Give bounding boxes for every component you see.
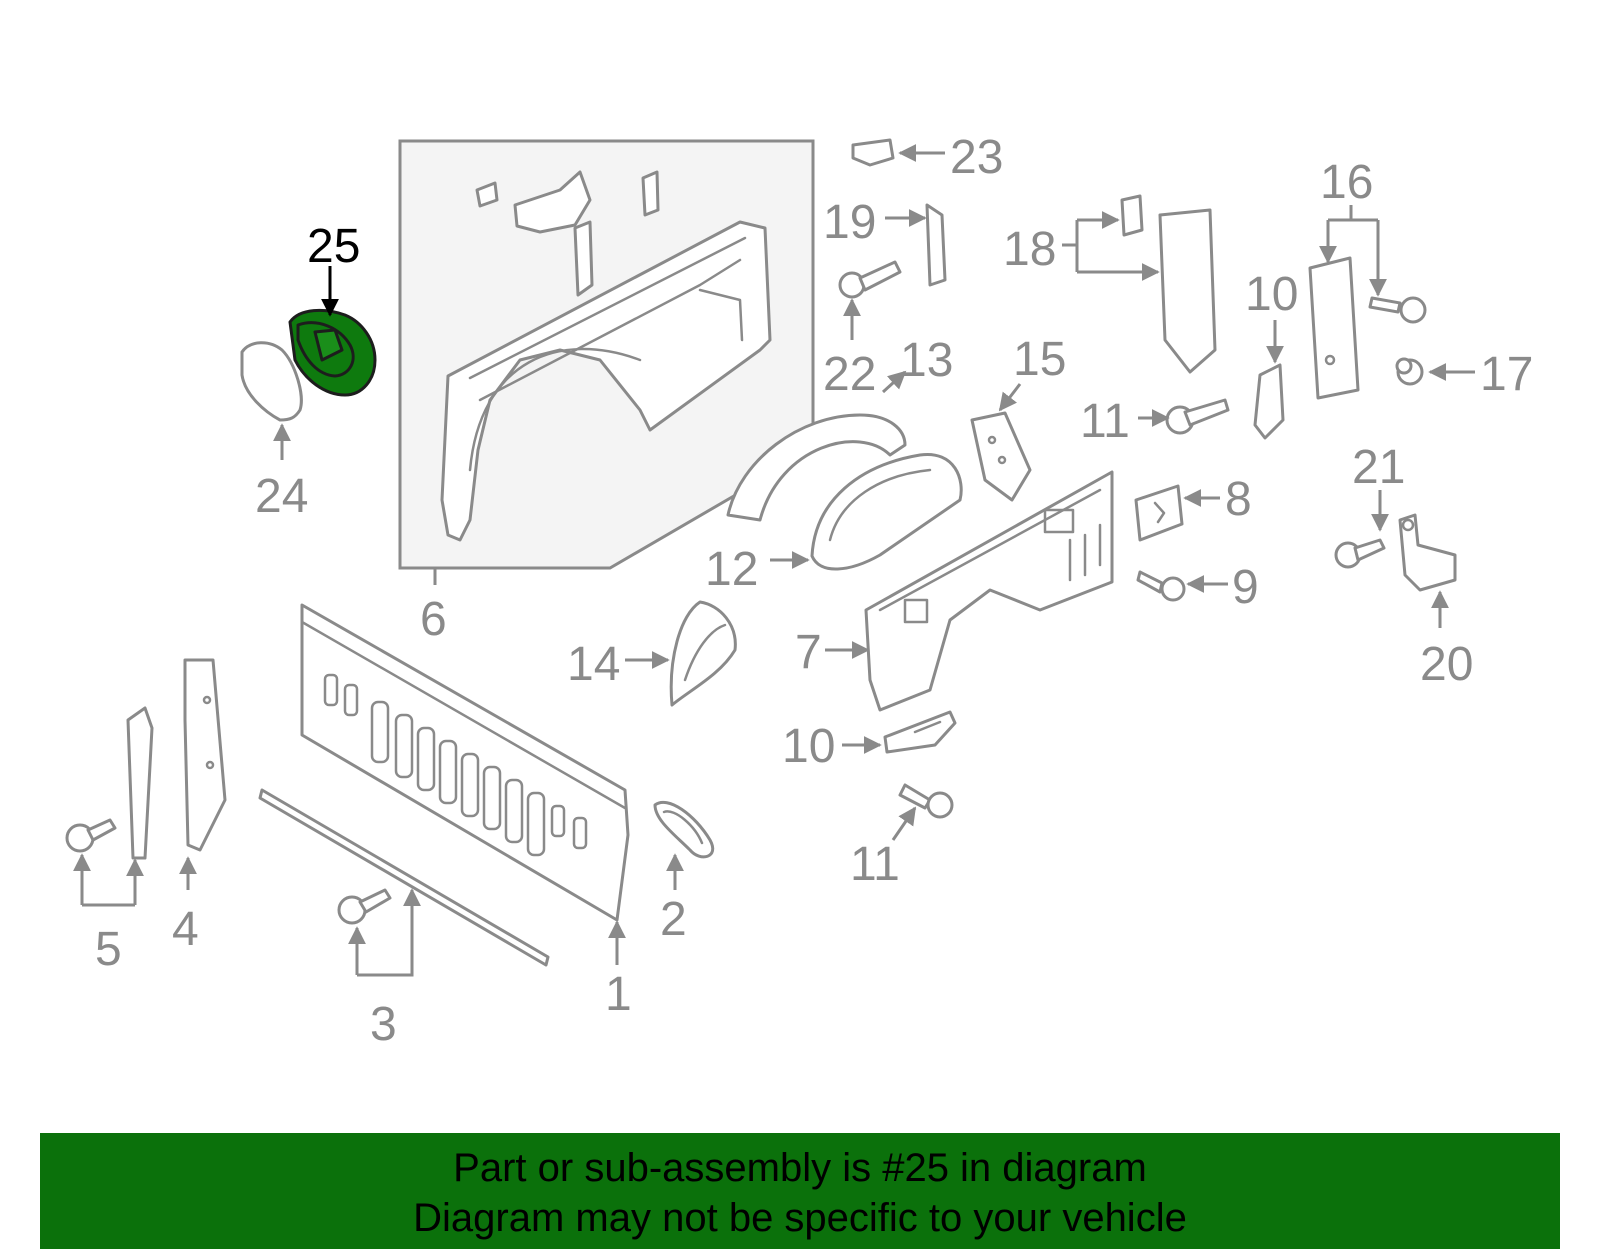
part-23-clip[interactable] bbox=[851, 138, 895, 167]
part-18-clip[interactable] bbox=[1120, 194, 1144, 237]
callout-6: 6 bbox=[420, 593, 447, 646]
callout-5: 5 bbox=[95, 923, 122, 976]
callout-1: 1 bbox=[605, 968, 632, 1021]
part-4-pillar[interactable] bbox=[183, 658, 227, 852]
banner-line-disclaimer: Diagram may not be specific to your vehi… bbox=[413, 1196, 1187, 1240]
part-17-grommet[interactable] bbox=[1395, 357, 1424, 386]
part-6-bed-side-panel[interactable] bbox=[398, 139, 815, 570]
info-banner: Part or sub-assembly is #25 in diagram D… bbox=[40, 1133, 1560, 1249]
callout-21: 21 bbox=[1352, 441, 1405, 494]
part-5-screw[interactable] bbox=[65, 818, 117, 853]
part-2-handle-bezel[interactable] bbox=[653, 801, 714, 859]
part-3-screw[interactable] bbox=[337, 888, 392, 925]
part-25-fuel-filler-housing[interactable] bbox=[288, 308, 377, 397]
part-19-bracket[interactable] bbox=[925, 203, 947, 287]
part-11-lower-bolt[interactable] bbox=[898, 783, 954, 819]
callout-14: 14 bbox=[567, 638, 620, 691]
part-10-upper-bracket[interactable] bbox=[1253, 363, 1285, 440]
part-21-bolt[interactable] bbox=[1334, 538, 1386, 569]
part-1-tailgate[interactable] bbox=[300, 603, 630, 922]
part-13-wheel-liner[interactable] bbox=[726, 413, 907, 522]
callout-7: 7 bbox=[795, 626, 822, 679]
callout-18: 18 bbox=[1003, 223, 1056, 276]
part-16-brace[interactable] bbox=[1308, 256, 1360, 400]
callout-9: 9 bbox=[1232, 561, 1259, 614]
callout-10-upper: 10 bbox=[1245, 268, 1298, 321]
callout-23: 23 bbox=[950, 131, 1003, 184]
part-5-strip[interactable] bbox=[126, 706, 154, 860]
callout-13: 13 bbox=[900, 334, 953, 387]
part-9-bolt[interactable] bbox=[1136, 570, 1186, 602]
callout-11-upper: 11 bbox=[1080, 395, 1130, 448]
part-10-lower-bracket[interactable] bbox=[883, 710, 957, 754]
part-18-bracket[interactable] bbox=[1158, 208, 1217, 374]
callout-8: 8 bbox=[1225, 473, 1252, 526]
part-14-shield[interactable] bbox=[669, 600, 737, 707]
part-22-fastener[interactable] bbox=[838, 260, 902, 299]
callout-24: 24 bbox=[255, 470, 308, 523]
callout-11-lower: 11 bbox=[850, 838, 900, 891]
leader-lines bbox=[73, 144, 1475, 977]
callout-19: 19 bbox=[823, 196, 876, 249]
callout-15: 15 bbox=[1013, 333, 1066, 386]
banner-line-part: Part or sub-assembly is #25 in diagram bbox=[453, 1146, 1147, 1190]
part-3-seal-strip[interactable] bbox=[258, 788, 550, 967]
callout-20: 20 bbox=[1420, 638, 1473, 691]
callout-16: 16 bbox=[1320, 156, 1373, 209]
part-24-fuel-door[interactable] bbox=[240, 341, 303, 422]
part-15-bracket[interactable] bbox=[970, 411, 1032, 502]
part-11-upper-bolt[interactable] bbox=[1165, 398, 1230, 435]
callout-2: 2 bbox=[660, 893, 687, 946]
callout-22: 22 bbox=[823, 348, 876, 401]
part-7-inner-panel[interactable] bbox=[864, 470, 1114, 712]
callout-25: 25 bbox=[307, 220, 360, 273]
part-8-bracket[interactable] bbox=[1134, 484, 1184, 542]
part-16-bolt[interactable] bbox=[1368, 296, 1427, 324]
part-20-latch[interactable] bbox=[1398, 513, 1457, 592]
callout-12: 12 bbox=[705, 543, 758, 596]
part-12-wheelhouse[interactable] bbox=[810, 453, 963, 571]
callout-3: 3 bbox=[370, 998, 397, 1051]
callout-10-lower: 10 bbox=[782, 720, 835, 773]
callout-labels: 1 2 3 4 5 6 7 8 9 10 10 11 11 12 13 14 1… bbox=[95, 131, 1533, 1051]
callout-17: 17 bbox=[1480, 348, 1533, 401]
callout-4: 4 bbox=[172, 903, 199, 956]
